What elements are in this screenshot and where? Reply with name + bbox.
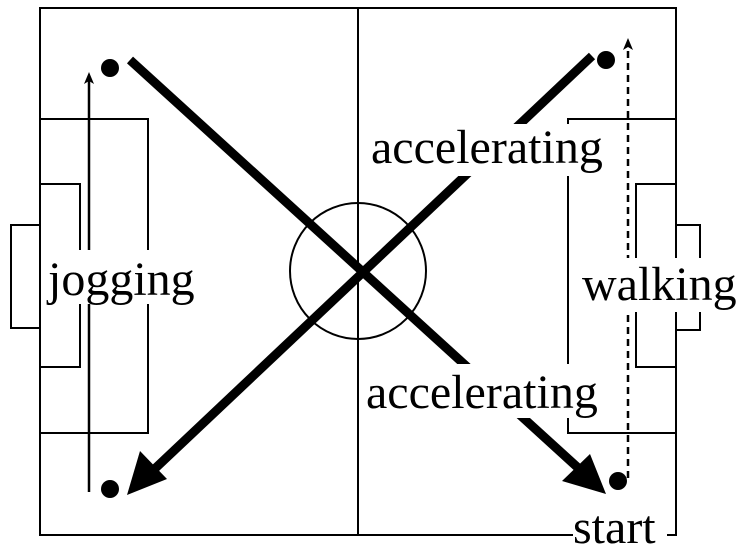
position-dot-top-right bbox=[597, 51, 615, 69]
label-walking: walking bbox=[582, 258, 737, 311]
arrowhead-bottom-left bbox=[127, 451, 167, 495]
arrowhead-bottom-right bbox=[562, 454, 606, 494]
right-penalty-box bbox=[567, 118, 676, 434]
label-accelerating-bottom: accelerating bbox=[366, 366, 598, 419]
center-circle bbox=[289, 202, 427, 340]
left-goal bbox=[10, 224, 40, 329]
label-accelerating-top: accelerating bbox=[371, 121, 603, 174]
position-dot-top-left bbox=[101, 59, 119, 77]
label-jogging: jogging bbox=[46, 253, 195, 306]
position-dot-bottom-left bbox=[101, 480, 119, 498]
position-dot-start bbox=[609, 472, 627, 490]
label-start: start bbox=[573, 501, 656, 545]
